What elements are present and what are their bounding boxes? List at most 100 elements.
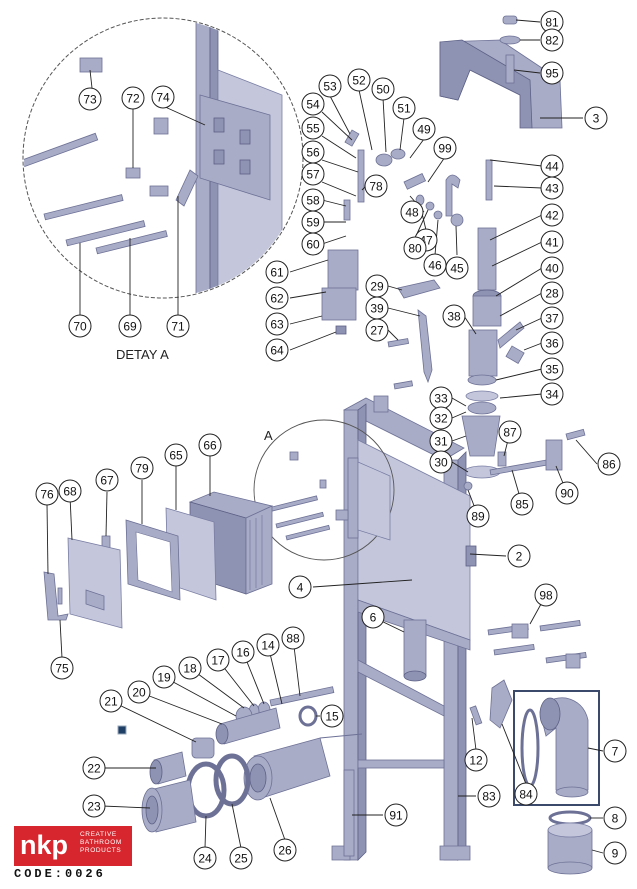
callout-number: 3	[593, 112, 600, 126]
callout-number: 32	[434, 412, 448, 426]
callout-bubble	[152, 665, 176, 689]
callout-number: 37	[545, 312, 559, 326]
callout-bubble	[118, 314, 142, 338]
tagline-line: PRODUCTS	[80, 847, 122, 854]
callout-bubble	[281, 626, 305, 650]
callout-number: 28	[545, 287, 559, 301]
callout-number: 21	[104, 695, 118, 709]
callout-bubble	[361, 605, 385, 629]
callout-number: 29	[370, 280, 384, 294]
callout-number: 75	[55, 662, 69, 676]
callout-number: 64	[270, 344, 284, 358]
callout-bubble	[35, 482, 59, 506]
callout-number: 41	[545, 236, 559, 250]
callout-number: 52	[352, 74, 366, 88]
callout-number: 39	[370, 302, 384, 316]
callout-bubble	[164, 443, 188, 467]
callout-bubble	[540, 28, 564, 52]
tagline-line: BATHROOM	[80, 839, 122, 846]
callout-number: 86	[602, 458, 616, 472]
callout-bubble	[540, 281, 564, 305]
callout-bubble	[603, 806, 627, 830]
callout-number: 12	[469, 754, 483, 768]
detail-a-reference: A	[253, 419, 395, 561]
callout-bubble	[265, 260, 289, 284]
callout-number: 19	[157, 671, 171, 685]
callout-number: 83	[482, 790, 496, 804]
callout-bubble	[384, 803, 408, 827]
callout-number: 63	[270, 318, 284, 332]
callout-number: 34	[545, 388, 559, 402]
callout-number: 82	[545, 34, 559, 48]
brand-logo	[14, 826, 132, 866]
callout-bubble	[231, 640, 255, 664]
callout-number: 76	[40, 488, 54, 502]
callout-bubble	[445, 256, 469, 280]
callout-number: 54	[306, 98, 320, 112]
cover-parts-group	[439, 15, 563, 129]
callout-bubble	[477, 784, 501, 808]
callout-bubble	[442, 304, 466, 328]
callout-bubble	[371, 77, 395, 101]
callout-number: 35	[545, 363, 559, 377]
callout-number: 91	[389, 809, 403, 823]
callout-bubble	[318, 74, 342, 98]
callout-number: 68	[63, 485, 77, 499]
callout-bubble	[320, 704, 344, 728]
callout-number: 25	[234, 852, 248, 866]
callout-bubble	[507, 544, 531, 568]
callout-bubble	[50, 656, 74, 680]
callout-bubble	[130, 456, 154, 480]
callout-number: 51	[397, 102, 411, 116]
callout-number: 65	[169, 449, 183, 463]
callout-number: 44	[545, 160, 559, 174]
callout-bubble	[347, 68, 371, 92]
callout-bubble	[178, 656, 202, 680]
callout-bubble	[540, 306, 564, 330]
callout-bubble	[412, 117, 436, 141]
callout-number: 31	[434, 435, 448, 449]
callout-bubble	[198, 433, 222, 457]
callout-bubble	[403, 236, 427, 260]
callout-number: 49	[417, 123, 431, 137]
callout-number: 59	[306, 216, 320, 230]
callout-number: 74	[156, 91, 170, 105]
callout-bubble	[82, 794, 106, 818]
callout-bubble	[555, 481, 579, 505]
callout-number: 56	[306, 146, 320, 160]
callout-bubble	[466, 504, 490, 528]
callout-bubble	[429, 450, 453, 474]
callout-bubble	[498, 420, 522, 444]
callout-number: 98	[539, 589, 553, 603]
callout-bubble	[540, 357, 564, 381]
callout-number: 55	[306, 122, 320, 136]
callout-bubble	[584, 106, 608, 130]
callout-number: 6	[370, 611, 377, 625]
callout-number: 30	[434, 456, 448, 470]
callout-bubble	[365, 318, 389, 342]
callout-number: 62	[270, 292, 284, 306]
callout-bubble	[364, 174, 388, 198]
flush-plate-group	[43, 491, 274, 629]
callout-number: 58	[306, 194, 320, 208]
callout-bubble	[127, 680, 151, 704]
callout-number: 90	[560, 487, 574, 501]
marker-square	[117, 725, 127, 735]
callout-number: 88	[286, 632, 300, 646]
callout-number: 57	[306, 168, 320, 182]
callout-bubble	[78, 87, 102, 111]
callout-bubble	[265, 338, 289, 362]
callout-number: 46	[428, 259, 442, 273]
tagline-line: CREATIVE	[80, 831, 117, 838]
callout-bubble	[301, 232, 325, 256]
callout-number: 9	[612, 847, 619, 861]
callout-bubble	[514, 782, 538, 806]
callout-bubble	[433, 136, 457, 160]
callout-number: 79	[135, 462, 149, 476]
callout-bubble	[540, 382, 564, 406]
callout-bubble	[256, 633, 280, 657]
callout-bubble	[603, 841, 627, 865]
callout-bubble	[229, 846, 253, 870]
callout-bubble	[58, 479, 82, 503]
